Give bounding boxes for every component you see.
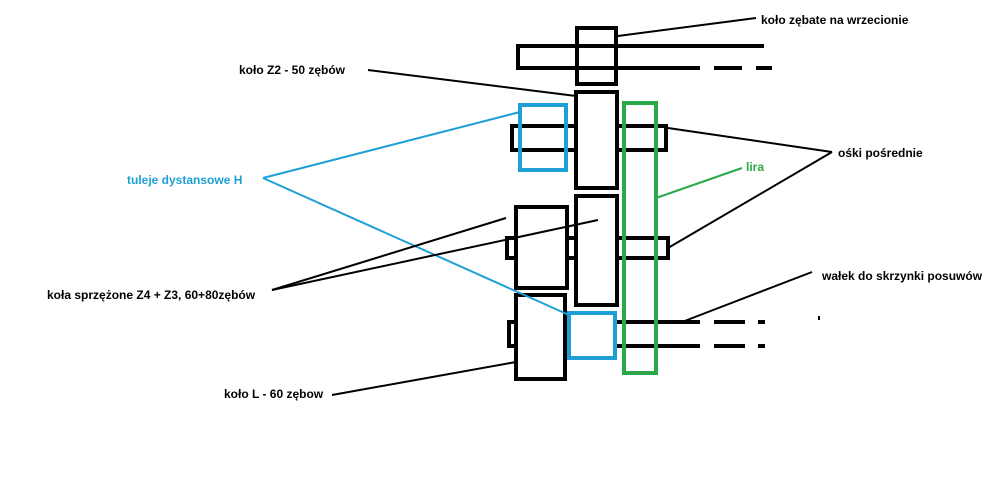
label-spindle-gear: koło zębate na wrzecionie [761, 13, 909, 27]
leader-lira [655, 167, 743, 199]
label-coupled-gears: koła sprzężone Z4 + Z3, 60+80zębów [47, 288, 256, 302]
gear-z2 [574, 90, 619, 190]
leader-axle-lower [667, 151, 833, 249]
leader-coupled-z4 [271, 217, 507, 291]
leader-spindle-gear [617, 17, 757, 37]
leader-coupled-z3 [271, 219, 599, 291]
upper-intermediate-axle [510, 124, 668, 152]
label-intermediate-axles: ośki pośrednie [838, 146, 923, 160]
label-lira: lira [746, 160, 764, 174]
spacer-sleeve-lower [567, 311, 617, 360]
leader-gear-l [331, 361, 517, 396]
leader-gearbox-shaft [681, 271, 813, 323]
gear-l [514, 293, 567, 381]
label-gearbox-shaft: wałek do skrzynki posuwów [821, 269, 983, 283]
spindle-shaft [516, 44, 772, 70]
leader-gear-z2 [367, 69, 577, 97]
gearbox-shaft [507, 316, 820, 348]
label-gear-z2: koło Z2 - 50 zębów [239, 63, 346, 77]
lower-intermediate-axle [505, 236, 670, 260]
leader-spacer-upper [262, 111, 521, 179]
coupled-gear-z4 [514, 205, 569, 290]
label-gear-l: koło L - 60 zębow [224, 387, 324, 401]
leader-lines [262, 17, 833, 396]
spindle-gear [575, 26, 618, 86]
label-spacer-sleeves: tuleje dystansowe H [127, 173, 242, 187]
leader-axle-upper [667, 127, 833, 153]
coupled-gear-z3 [574, 194, 619, 307]
spacer-sleeve-upper [518, 103, 568, 172]
lira-frame [622, 101, 658, 375]
